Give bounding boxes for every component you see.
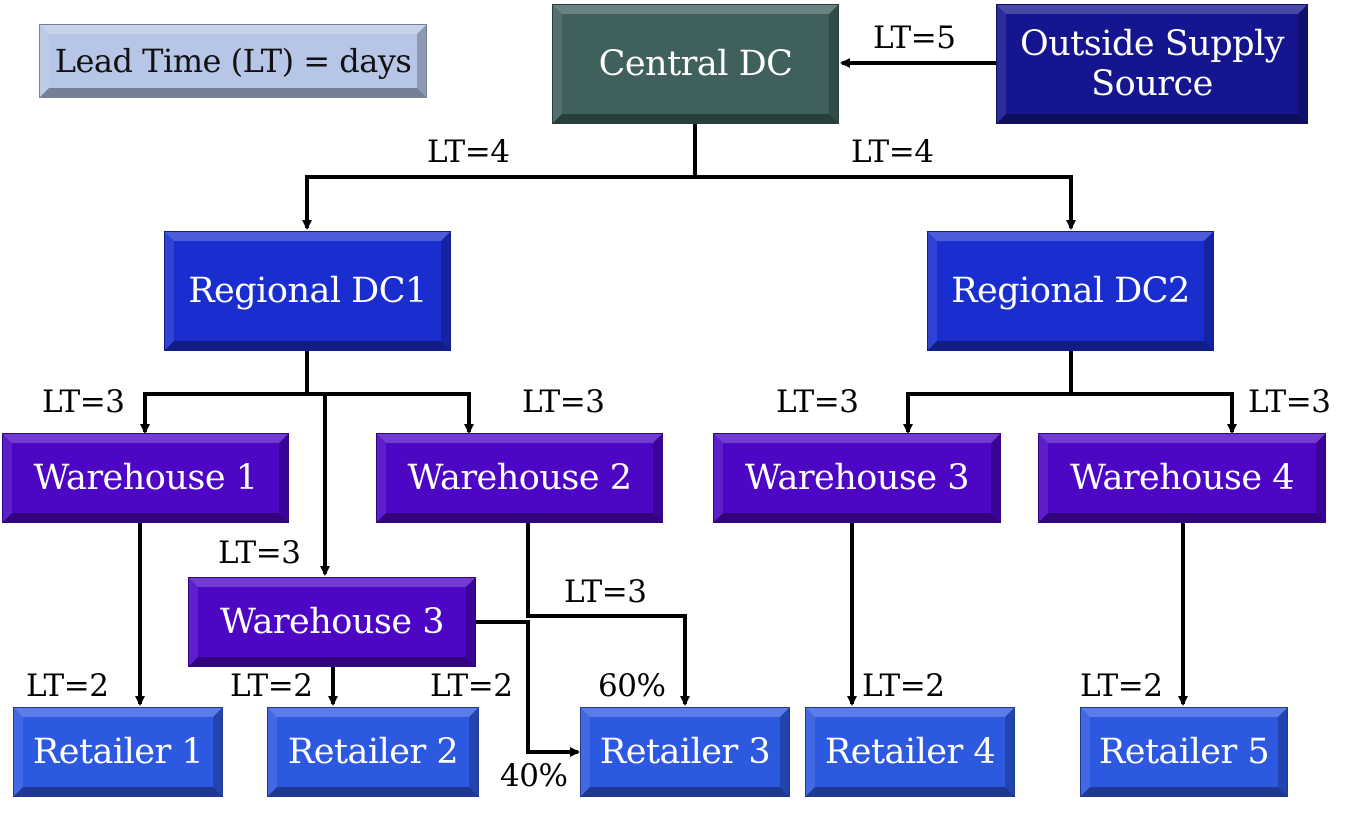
edge-rdc2-to-wh4: [1071, 392, 1237, 434]
node-label: Retailer 2: [287, 731, 459, 772]
edge-label-central-rdc1: LT=4: [427, 134, 510, 170]
edge-wh2-to-ret3: [526, 523, 690, 706]
node-label: Warehouse 2: [407, 457, 632, 498]
legend-text: Lead Time (LT) = days: [54, 41, 412, 80]
edge-wh3-to-ret3: [476, 620, 580, 757]
node-central-dc[interactable]: Central DC: [552, 4, 839, 124]
edge-label-wh2-ret3: LT=3: [564, 574, 647, 610]
edge-label-wh4-ret5: LT=2: [1080, 668, 1163, 704]
node-retailer-5[interactable]: Retailer 5: [1080, 707, 1288, 797]
node-label: Regional DC2: [951, 270, 1190, 311]
node-label: Retailer 3: [599, 731, 771, 772]
edge-label-wh3-ret2: LT=2: [230, 668, 313, 704]
node-label: Warehouse 4: [1070, 457, 1294, 498]
node-label: Warehouse 3: [220, 601, 444, 642]
node-label: Retailer 1: [32, 731, 204, 772]
node-label: Regional DC1: [188, 270, 427, 311]
edge-label-wh1-ret1: LT=2: [26, 668, 109, 704]
node-label: Retailer 5: [1098, 731, 1270, 772]
edge-label-outside-central: LT=5: [873, 20, 956, 56]
node-label: Warehouse 1: [33, 457, 258, 498]
edge-label-rdc1-wh3: LT=3: [218, 535, 301, 571]
edge-central-to-rdc2: [695, 175, 1076, 230]
edge-label-rdc2-wh4: LT=3: [1248, 384, 1331, 420]
edge-label-rdc1-wh1: LT=3: [42, 384, 125, 420]
edge-label-wh3-ret3: LT=2: [430, 668, 513, 704]
node-label: Retailer 4: [824, 731, 996, 772]
node-retailer-2[interactable]: Retailer 2: [267, 707, 479, 797]
node-regional-dc1[interactable]: Regional DC1: [164, 231, 451, 351]
node-warehouse-1[interactable]: Warehouse 1: [2, 433, 289, 523]
edge-rdc1-to-wh2: [307, 392, 474, 434]
node-label: Central DC: [598, 43, 793, 84]
edge-rdc1-to-wh1: [140, 392, 307, 434]
edge-rdc2-to-wh3: [903, 392, 1071, 434]
edge-label-wh3b-ret4: LT=2: [862, 668, 945, 704]
node-warehouse-2[interactable]: Warehouse 2: [376, 433, 663, 523]
edge-share-wh3-ret3: 40%: [500, 758, 568, 794]
node-warehouse-3-dc1[interactable]: Warehouse 3: [188, 577, 476, 667]
edge-label-rdc1-wh2: LT=3: [522, 384, 605, 420]
node-regional-dc2[interactable]: Regional DC2: [927, 231, 1214, 351]
node-retailer-4[interactable]: Retailer 4: [805, 707, 1015, 797]
edge-share-wh2-ret3: 60%: [598, 668, 666, 704]
node-label: Warehouse 3: [745, 457, 969, 498]
node-warehouse-4[interactable]: Warehouse 4: [1038, 433, 1326, 523]
edge-central-to-rdc1: [302, 175, 695, 230]
edge-label-rdc2-wh3: LT=3: [776, 384, 859, 420]
edge-label-central-rdc2: LT=4: [851, 134, 934, 170]
legend-box: Lead Time (LT) = days: [39, 24, 427, 98]
node-warehouse-3-dc2[interactable]: Warehouse 3: [713, 433, 1001, 523]
node-outside-supply-source[interactable]: Outside Supply Source: [996, 4, 1308, 124]
node-retailer-1[interactable]: Retailer 1: [13, 707, 223, 797]
node-label: Outside Supply Source: [1020, 23, 1285, 104]
node-retailer-3[interactable]: Retailer 3: [580, 707, 790, 797]
